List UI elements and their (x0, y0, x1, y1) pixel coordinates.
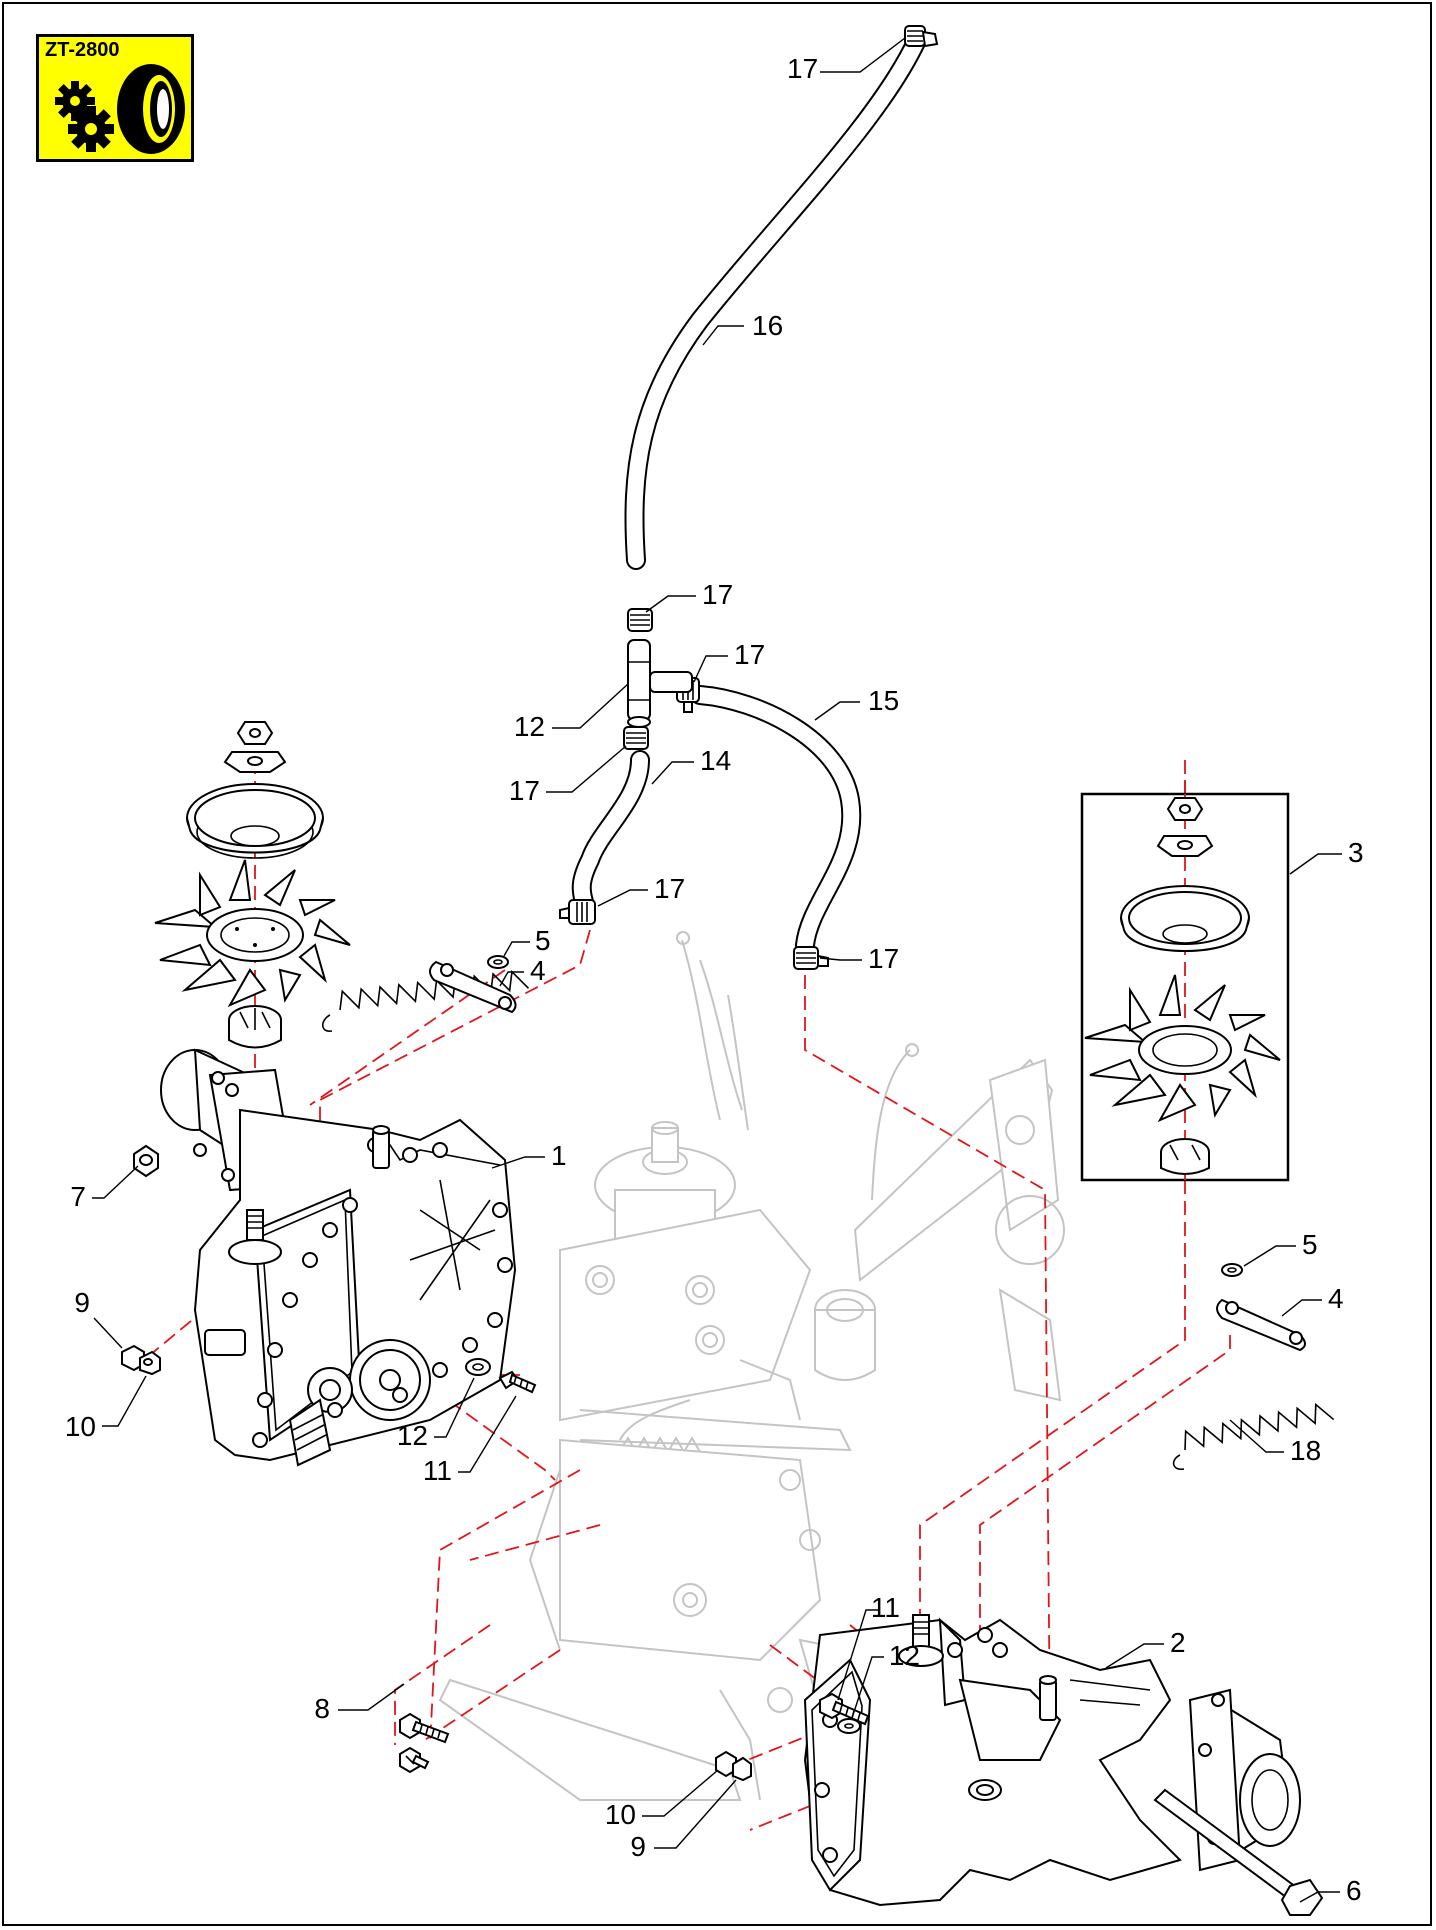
callout-leader (814, 701, 860, 721)
callout-label-16: 16 (752, 310, 783, 341)
callout-leader (651, 761, 694, 785)
right-hardware (715, 1692, 1324, 1916)
callout-leader (851, 1656, 884, 1719)
callout-leader (458, 1395, 517, 1473)
callout-leader (819, 957, 862, 961)
ghost-frame (438, 931, 1065, 1801)
callout-label-7: 7 (70, 1181, 86, 1212)
callout-label-10: 10 (65, 1411, 96, 1442)
callout-leader (92, 1165, 139, 1199)
callout-label-3: 3 (1348, 837, 1364, 868)
inset-box-3 (1080, 792, 1290, 1182)
callout-label-17: 17 (734, 639, 765, 670)
callout-label-4: 4 (1328, 1283, 1344, 1314)
callout-label-2: 2 (1170, 1627, 1186, 1658)
callout-leader (837, 1609, 878, 1701)
callout-label-11: 11 (871, 1592, 900, 1623)
tee-fitting (627, 639, 693, 728)
callout-leader (693, 655, 728, 683)
hose-16 (624, 30, 927, 570)
right-transmission (803, 1614, 1301, 1907)
callout-leader (1299, 1891, 1340, 1903)
bolts-8 (399, 1712, 450, 1774)
callout-leader (499, 971, 524, 987)
left-hardware (121, 1144, 537, 1394)
callout-label-12: 12 (514, 711, 545, 742)
callout-leader (597, 889, 648, 907)
callout-label-5: 5 (1302, 1229, 1318, 1260)
callout-label-17: 17 (702, 579, 733, 610)
callout-label-14: 14 (700, 745, 731, 776)
callout-label-9: 9 (74, 1287, 90, 1318)
callout-label-18: 18 (1290, 1435, 1321, 1466)
callout-label-5: 5 (535, 925, 551, 956)
callout-label-6: 6 (1346, 1875, 1362, 1906)
callout-label-17: 17 (509, 775, 540, 806)
callout-label-15: 15 (868, 685, 899, 716)
callout-leader (503, 941, 530, 957)
hose-14 (571, 750, 650, 915)
gears-and-tire-icon (55, 64, 185, 154)
callout-leader (1289, 853, 1342, 875)
callout-label-1: 1 (551, 1140, 567, 1171)
callout-leader (102, 1375, 147, 1427)
callout-leader (820, 37, 906, 73)
callout-leader (642, 1769, 719, 1817)
callout-label-17: 17 (654, 873, 685, 904)
callout-leader (93, 1317, 123, 1349)
callout-leader (434, 1377, 475, 1438)
right-idler-parts (1172, 1263, 1335, 1470)
callout-leader (1243, 1245, 1296, 1267)
callout-leader (546, 745, 627, 793)
callout-leader (1229, 1419, 1284, 1453)
callout-label-11: 11 (423, 1455, 452, 1486)
callout-leader (702, 325, 744, 346)
left-transmission (160, 1048, 517, 1467)
callout-leader (491, 1156, 545, 1169)
callout-leader (1281, 1299, 1322, 1317)
callout-label-12: 12 (397, 1420, 428, 1451)
model-label: ZT-2800 (45, 39, 120, 61)
callout-label-4: 4 (530, 955, 546, 986)
callout-label-12: 12 (889, 1640, 920, 1671)
callout-label-17: 17 (787, 53, 818, 84)
callout-leader (338, 1683, 405, 1711)
hose-15 (690, 685, 862, 955)
hose-clamps (559, 25, 939, 970)
model-badge: ZT-2800 (36, 34, 194, 162)
callout-leader (1105, 1643, 1164, 1669)
callout-label-17: 17 (868, 943, 899, 974)
callout-leader (654, 1779, 737, 1849)
callout-leader (552, 683, 629, 729)
left-pulley-stack (154, 721, 530, 1049)
callout-leader (645, 595, 696, 613)
callout-label-10: 10 (605, 1799, 636, 1830)
callout-label-9: 9 (630, 1831, 646, 1862)
callout-label-8: 8 (314, 1693, 330, 1724)
